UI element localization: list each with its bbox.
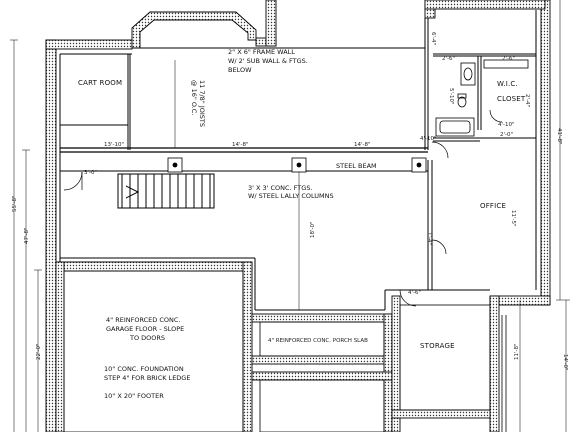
bathroom-fixtures <box>435 59 529 137</box>
stairs <box>117 173 215 209</box>
dim-55-8: 55'-8" <box>12 195 18 212</box>
dim-22-0: 22'-0" <box>36 343 42 360</box>
dim-2-6-b: 2'-6" <box>502 56 515 62</box>
interior-rooms-lines <box>63 270 507 432</box>
dim-2-4: 2'-4" <box>524 94 530 107</box>
room-label-wic: W.I.C. <box>497 80 518 88</box>
dim-11-8: 11'-8" <box>514 343 520 360</box>
note-frame-wall-1: 2" X 6" FRAME WALL <box>228 48 295 56</box>
column-footings <box>167 157 427 173</box>
note-footer: 10" X 20" FOOTER <box>104 392 164 400</box>
room-label-office: OFFICE <box>480 202 506 210</box>
dim-4-10-a: 4'-10" <box>498 122 515 128</box>
note-garage-3: TO DOORS <box>129 334 165 342</box>
dim-41-8: 41'-8" <box>556 128 562 145</box>
dim-3-0: 3'-0" <box>84 170 97 176</box>
dim-13-10: 13'-10" <box>104 142 124 148</box>
note-joists-2: @ 16" O.C. <box>190 80 198 115</box>
outer-foundation-wall <box>45 0 551 432</box>
dimension-lines <box>10 0 570 432</box>
dim-2-0: 2'-0" <box>500 132 513 138</box>
dim-14-8-a: 14'-8" <box>232 142 249 148</box>
note-garage-1: 4" REINFORCED CONC. <box>106 316 180 324</box>
dim-14-0: 14'-0" <box>562 354 568 371</box>
note-joists-1: 11 7/8" JOISTS <box>198 80 206 127</box>
dim-14-8-b: 14'-8" <box>354 142 371 148</box>
note-frame-wall-3: BELOW <box>228 66 252 74</box>
note-porch-slab: 4" REINFORCED CONC. PORCH SLAB <box>268 338 368 344</box>
dim-47-8: 47'-8" <box>24 227 30 244</box>
dim-4-10-b: 4'-10" <box>420 136 437 142</box>
note-foundation-2: STEP 4" FOR BRICK LEDGE <box>104 374 190 382</box>
note-ftgs-1: 3' X 3' CONC. FTGS. <box>248 184 313 192</box>
dim-5-10: 5'-10" <box>448 88 454 105</box>
note-frame-wall-2: W/ 2' SUB WALL & FTGS. <box>228 57 308 65</box>
note-steel-beam: STEEL BEAM <box>336 162 377 170</box>
room-label-cart-room: CART ROOM <box>78 79 122 87</box>
note-foundation-1: 10" CONC. FOUNDATION <box>104 365 184 373</box>
garage-walls <box>55 261 491 432</box>
note-ftgs-2: W/ STEEL LALLY COLUMNS <box>248 192 334 200</box>
door-swings <box>63 109 503 307</box>
dim-11-5: 11'-5" <box>510 210 516 227</box>
dim-6-4: 6'-4" <box>430 32 436 45</box>
note-garage-2: GARAGE FLOOR - SLOPE <box>106 325 184 333</box>
dim-2-6-a: 2'-6" <box>442 56 455 62</box>
dim-1-4: 1'-4" <box>426 232 432 245</box>
room-label-storage: STORAGE <box>420 342 455 350</box>
room-label-closet: CLOSET <box>497 95 526 103</box>
dim-18-0: 18'-0" <box>310 221 316 238</box>
dim-4-6: 4'-6" <box>408 290 421 296</box>
